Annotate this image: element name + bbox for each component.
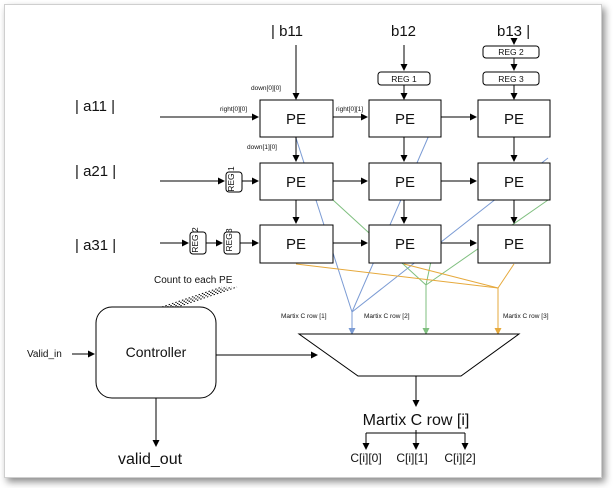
pe-r1-c3-label: PE [504,111,524,128]
mux-trapezoid [297,333,521,377]
pe-r1-c1-label: PE [286,111,306,128]
route-orange-c [497,263,515,289]
register-reg1-col2-label: REG 1 [391,74,417,84]
output-c2-label: C[i][2] [444,451,475,465]
pe-r1-c1 [259,99,334,138]
pe-r2-c3-label: PE [504,174,524,191]
input-a21-label: | a21 | [75,163,116,180]
valid-in-label: Valid_in [27,349,62,360]
register-reg3-col3-label: REG 3 [498,74,524,84]
input-b13-label: b13 | [497,23,530,40]
mux-input-row2-label: Martix C row [2] [364,313,410,320]
input-b12-label: b12 [391,23,416,40]
mux-output-label: Martix C row [i] [363,412,470,429]
edge-label-right00: right[0][0] [220,106,247,113]
pe-r3-c1 [259,224,334,264]
route-orange-a [295,263,499,289]
input-b11-label: | b11 [271,23,303,40]
output-c0-label: C[i][0] [350,451,381,465]
pe-r3-c3-label: PE [504,236,524,253]
valid-out-label: valid_out [118,451,183,468]
route-orange-b [403,263,499,289]
pe-r1-c2 [368,99,442,138]
pe-r3-c1-label: PE [286,236,306,253]
mux-input-row3-label: Martix C row [3] [503,313,549,320]
count-dotted-lines [161,286,238,308]
output-c1-label: C[i][1] [396,451,427,465]
register-reg2-col3 [482,45,540,59]
pe-r2-c2-label: PE [395,174,415,191]
input-a31-label: | a31 | [75,237,116,254]
register-reg1-row2 [225,171,243,193]
pe-r2-c1 [259,162,334,201]
pe-r1-c3 [477,99,551,138]
register-reg3-col3 [482,71,540,86]
pe-r3-c2-label: PE [395,236,415,253]
pe-r2-c1-label: PE [286,174,306,191]
pe-r3-c3 [477,224,551,264]
register-reg2-col3-label: REG 2 [498,47,524,57]
controller-label: Controller [126,344,187,360]
pe-r1-c2-label: PE [395,111,415,128]
register-reg1-row2-label: REG 1 [226,166,236,192]
route-blue-b [351,132,431,313]
edge-label-down00: down[0][0] [251,85,281,92]
edge-label-down10: down[1][0] [247,144,277,151]
input-a11-label: | a11 | [75,98,115,115]
register-reg2-row3-label: REG 2 [190,227,200,253]
count-note: Count to each PE [154,275,233,286]
register-reg3-row3-label: REG3 [224,228,234,251]
pe-r3-c2 [368,224,442,264]
edge-label-right01: right[0][1] [336,106,363,113]
mux-input-row1-label: Martix C row [1] [281,313,327,320]
